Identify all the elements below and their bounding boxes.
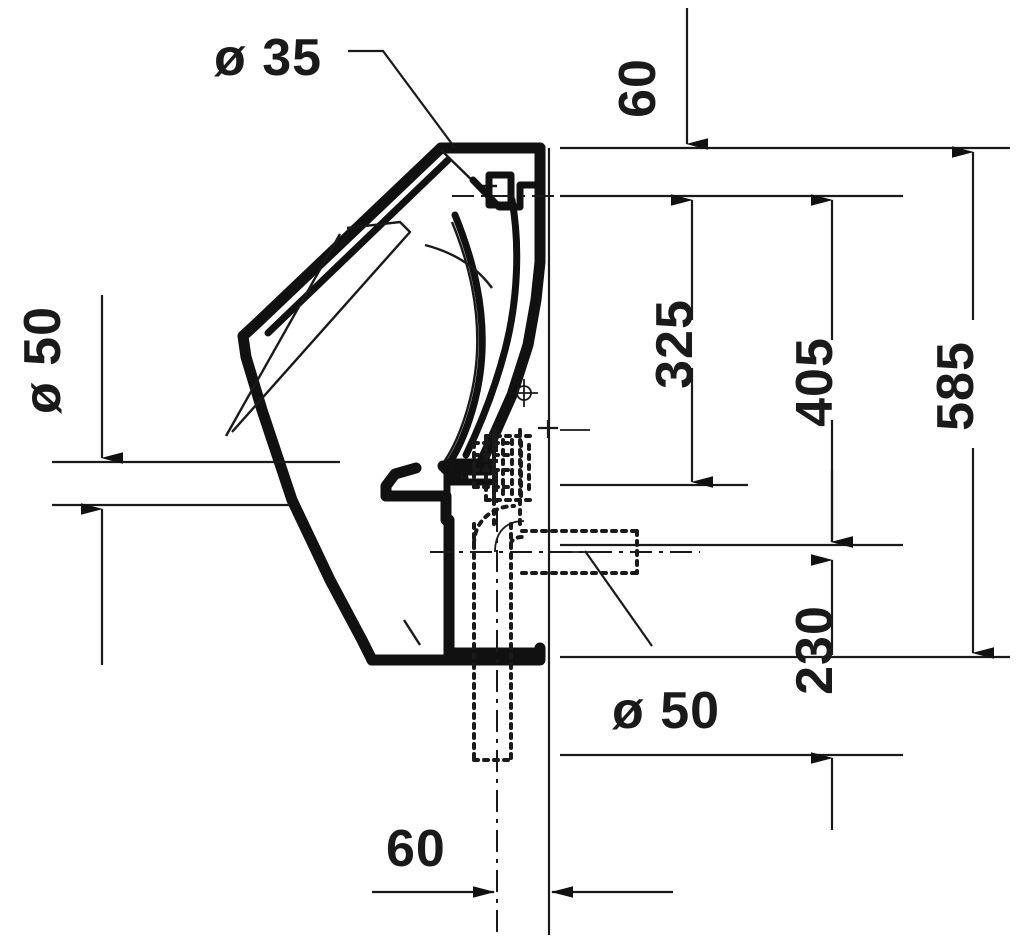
leader-line-diameter-50-outlet xyxy=(584,550,653,647)
dimension-diameter-35-label: ø 35 xyxy=(214,29,322,87)
dimension-60-top-label: 60 xyxy=(609,58,667,118)
dimension-585-label: 585 xyxy=(927,341,985,431)
extension-lines-right xyxy=(560,146,1010,757)
dimension-diameter-35: ø 35 xyxy=(214,29,456,149)
dimension-405-label: 405 xyxy=(786,337,844,427)
dimension-diameter-50-left-label: ø 50 xyxy=(14,306,72,414)
dimension-diameter-50-left: ø 50 xyxy=(14,295,123,665)
urinal-body-outline xyxy=(224,142,546,666)
dimension-325: 325 xyxy=(646,194,713,488)
dimension-230: 230 xyxy=(786,470,853,830)
dimension-diameter-50-outlet: ø 50 xyxy=(584,550,720,740)
dimension-325-label: 325 xyxy=(646,299,704,389)
dimension-60-top: 60 xyxy=(609,8,708,150)
dimension-405: 405 xyxy=(786,194,853,548)
drain-trap-hidden-outline xyxy=(472,420,639,762)
dimension-60-bottom: 60 xyxy=(372,820,673,898)
dimension-230-label: 230 xyxy=(786,605,844,695)
dimension-585: 585 xyxy=(927,146,994,659)
dimension-diameter-50-outlet-label: ø 50 xyxy=(612,682,720,740)
dimension-60-bottom-label: 60 xyxy=(386,820,446,878)
leader-line-diameter-35 xyxy=(348,49,456,149)
